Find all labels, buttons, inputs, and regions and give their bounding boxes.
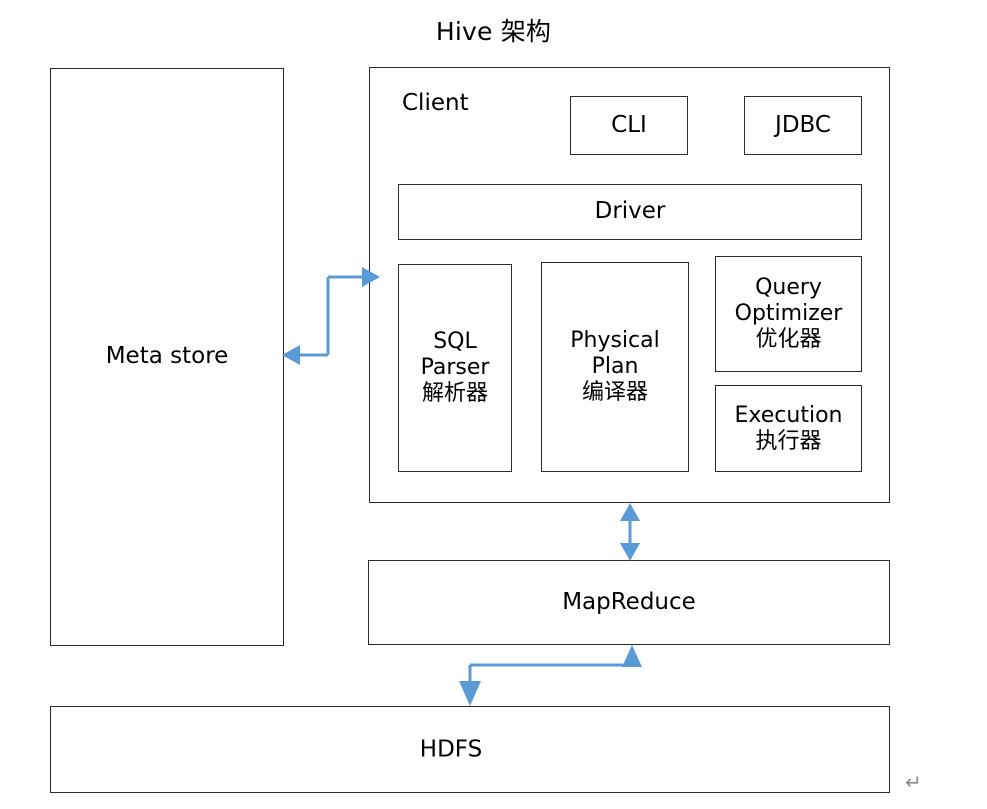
- node-jdbc: JDBC: [744, 96, 862, 155]
- connector-metastore-client: [282, 267, 380, 365]
- node-query-optimizer-label: Query Optimizer 优化器: [734, 275, 843, 352]
- node-execution-label: Execution 执行器: [734, 402, 843, 454]
- node-driver-label: Driver: [594, 198, 666, 225]
- node-physical-plan-label: Physical Plan 编译器: [570, 328, 660, 405]
- connector-mapreduce-hdfs: [459, 645, 642, 706]
- node-cli: CLI: [570, 96, 688, 155]
- node-mapreduce: MapReduce: [368, 560, 890, 645]
- node-cli-label: CLI: [611, 111, 647, 138]
- node-query-optimizer: Query Optimizer 优化器: [715, 256, 862, 372]
- page-title: Hive 架构: [435, 17, 552, 46]
- node-mapreduce-label: MapReduce: [562, 588, 696, 615]
- node-driver: Driver: [398, 184, 862, 240]
- node-execution: Execution 执行器: [715, 385, 862, 472]
- node-client-label: Client: [402, 90, 469, 116]
- node-hdfs-label: HDFS: [419, 735, 483, 762]
- connector-client-mapreduce: [620, 503, 640, 561]
- node-hdfs: HDFS: [50, 706, 890, 793]
- node-sql-parser: SQL Parser 解析器: [398, 264, 512, 472]
- paragraph-mark-icon: ↵: [905, 770, 922, 794]
- node-jdbc-label: JDBC: [775, 111, 831, 138]
- node-sql-parser-label: SQL Parser 解析器: [420, 329, 490, 406]
- node-meta-store: Meta store: [50, 68, 284, 646]
- node-meta-store-label: Meta store: [105, 343, 229, 370]
- node-physical-plan: Physical Plan 编译器: [541, 262, 689, 472]
